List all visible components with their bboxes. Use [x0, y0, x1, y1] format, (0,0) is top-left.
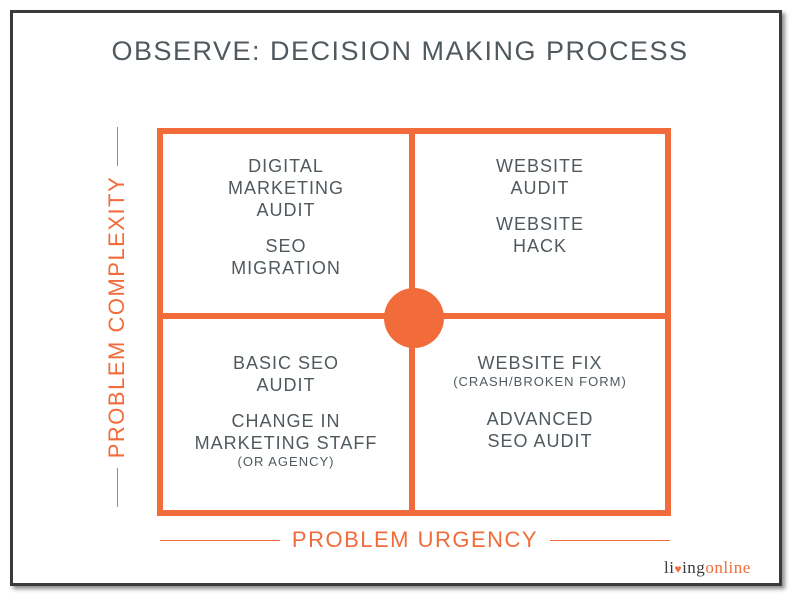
quadrant-bottom-right: WEBSITE FIX (CRASH/BROKEN FORM) ADVANCED… — [415, 352, 665, 466]
quadrant-item: CHANGE IN MARKETING STAFF — [194, 411, 378, 453]
quadrant-top-left: DIGITAL MARKETING AUDIT SEO MIGRATION — [163, 155, 409, 293]
quadrant-item: WEBSITE FIX — [477, 353, 603, 373]
x-axis-rule-right — [550, 539, 670, 541]
quadrant-top-right: WEBSITE AUDIT WEBSITE HACK — [415, 155, 665, 271]
quadrant-item: DIGITAL MARKETING AUDIT — [227, 156, 344, 220]
center-circle — [384, 288, 444, 348]
y-axis-rule-top — [116, 126, 118, 166]
quadrant-item-group: CHANGE IN MARKETING STAFF (OR AGENCY) — [163, 410, 409, 470]
quadrant-item: WEBSITE AUDIT — [495, 156, 584, 198]
x-axis-rule-left — [160, 539, 280, 541]
quadrant-item-subtext: (OR AGENCY) — [237, 454, 335, 469]
quadrant-item-subtext: (CRASH/BROKEN FORM) — [453, 374, 627, 389]
quadrant-item: SEO MIGRATION — [231, 236, 341, 278]
quadrant-bottom-left: BASIC SEO AUDIT CHANGE IN MARKETING STAF… — [163, 352, 409, 484]
quadrant-item: BASIC SEO AUDIT — [232, 353, 340, 395]
x-axis: PROBLEM URGENCY — [160, 527, 670, 553]
quadrant-item-group: WEBSITE FIX (CRASH/BROKEN FORM) — [415, 352, 665, 390]
quadrant-item: ADVANCED SEO AUDIT — [486, 409, 594, 451]
logo-text-part3: online — [705, 558, 751, 577]
x-axis-label: PROBLEM URGENCY — [291, 527, 539, 552]
y-axis: PROBLEM COMPLEXITY — [104, 126, 130, 507]
logo-text-part1: li — [664, 558, 675, 577]
logo-text-part2: ing — [682, 558, 706, 577]
heart-icon: ♥ — [674, 562, 683, 576]
y-axis-label: PROBLEM COMPLEXITY — [104, 175, 129, 459]
page-title: OBSERVE: DECISION MAKING PROCESS — [111, 36, 689, 66]
livingonline-logo: li♥ingonline — [664, 558, 751, 578]
quadrant-item: WEBSITE HACK — [495, 214, 584, 256]
y-axis-rule-bottom — [116, 468, 118, 507]
